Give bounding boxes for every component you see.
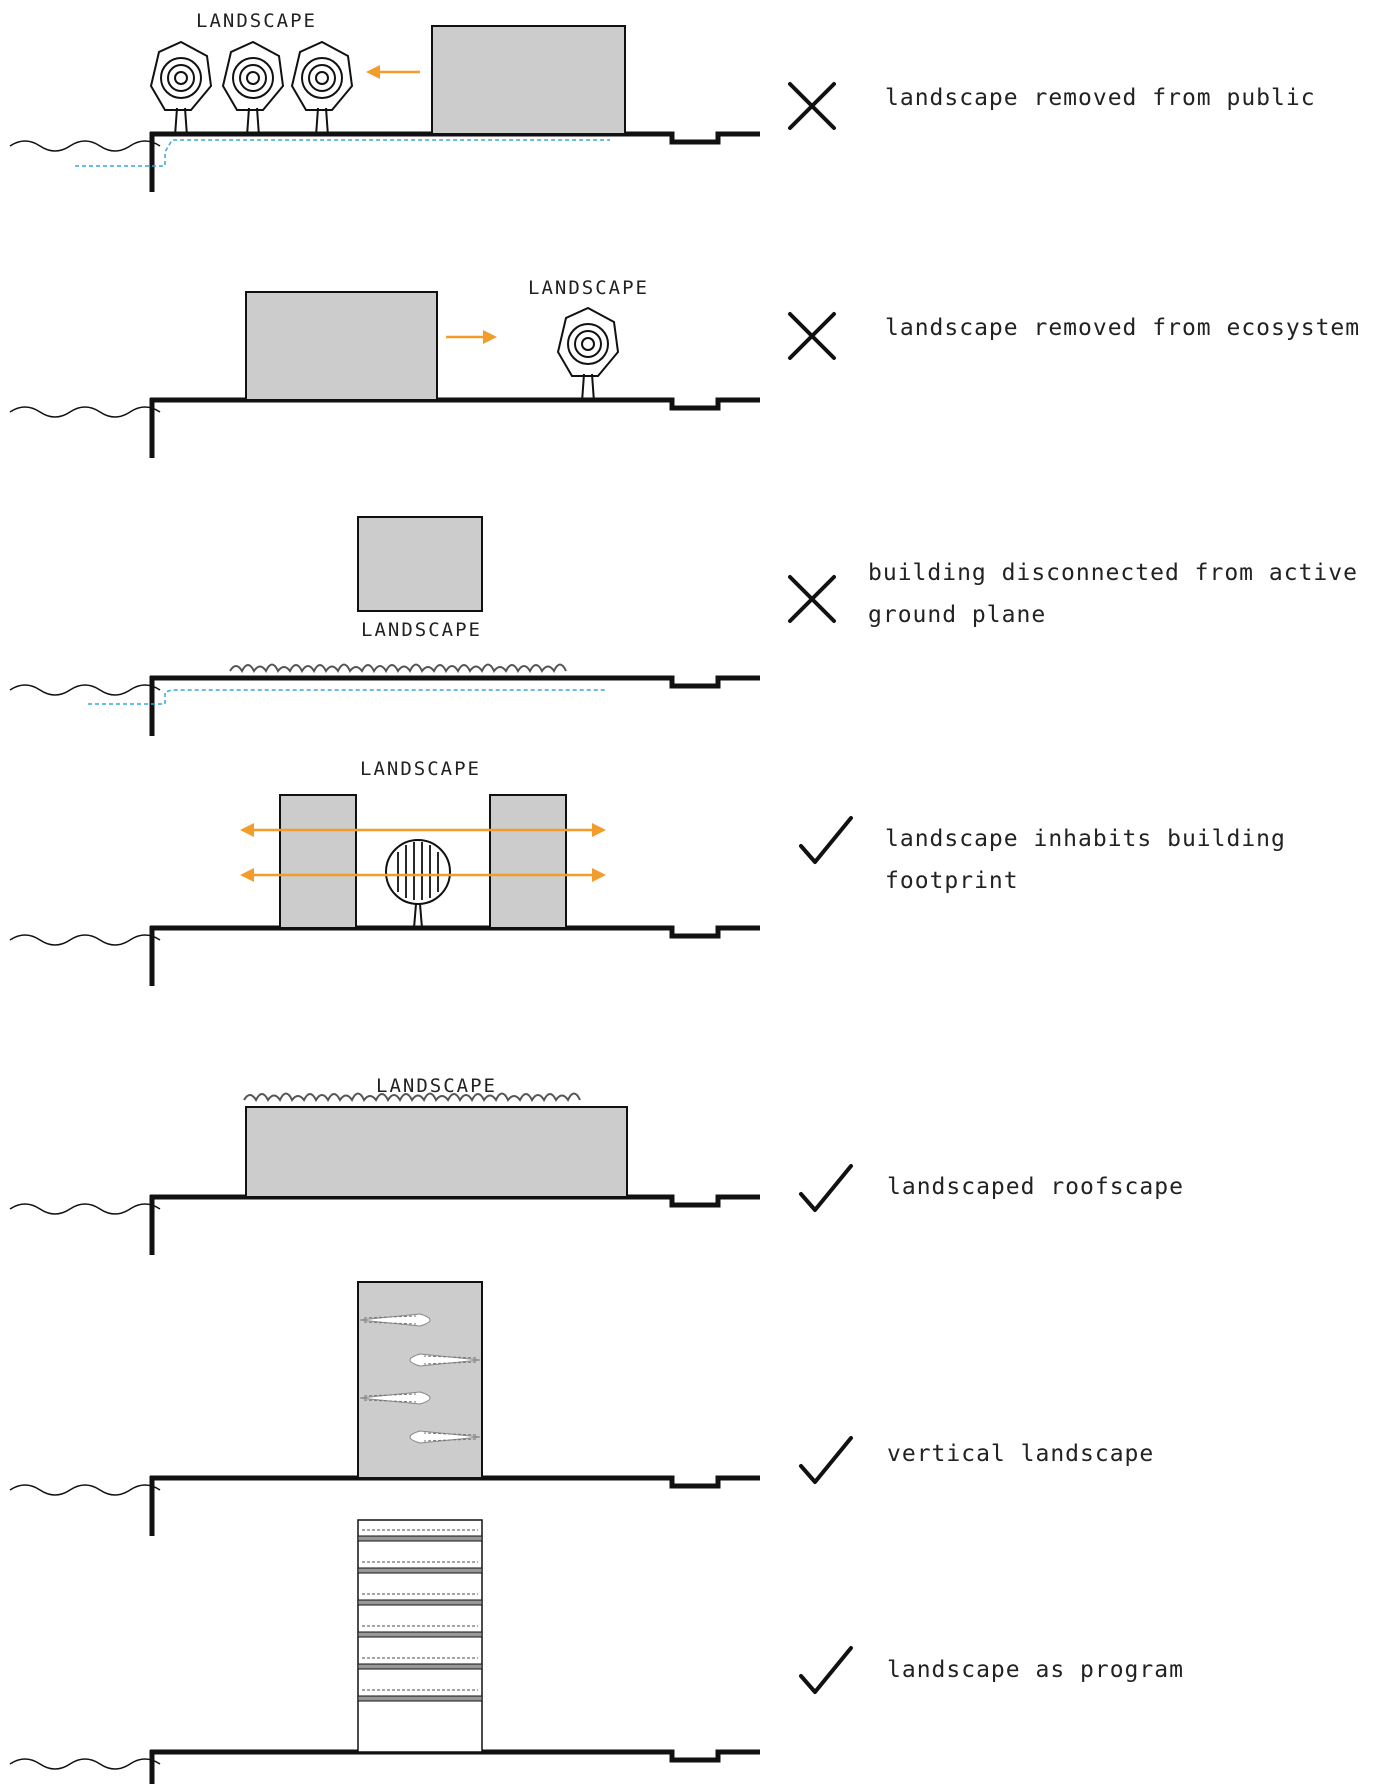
row-caption: building disconnected from active ground… [868, 560, 1358, 628]
building-block [357, 516, 483, 612]
row-caption: vertical landscape [887, 1441, 1155, 1467]
building-block [489, 794, 567, 929]
ground-line [10, 1195, 760, 1255]
arrow-right-icon [446, 330, 497, 344]
row-caption: landscape removed from ecosystem [885, 315, 1361, 341]
check-icon [799, 1436, 853, 1484]
building-block [357, 1281, 483, 1479]
arrow-double-icon [240, 823, 606, 882]
building-block [245, 291, 438, 401]
landscape-label: LANDSCAPE [528, 277, 649, 299]
check-icon [799, 816, 853, 864]
check-icon [799, 1164, 853, 1212]
cross-icon [788, 312, 836, 360]
row-caption: landscape as program [887, 1657, 1184, 1683]
grass-icon [229, 663, 567, 672]
row-caption: landscaped roofscape [887, 1174, 1184, 1200]
landscape-label: LANDSCAPE [196, 10, 317, 32]
water-line [75, 139, 610, 167]
landscape-label: LANDSCAPE [376, 1075, 497, 1097]
row-caption: landscape inhabits building footprint [885, 826, 1286, 894]
row-caption: landscape removed from public [885, 85, 1316, 111]
ground-line [10, 132, 760, 192]
row-7-section [10, 1519, 760, 1784]
ground-line [10, 1750, 760, 1784]
tree-icon [385, 839, 451, 929]
tree-icon [557, 307, 619, 403]
landscape-label: LANDSCAPE [360, 758, 481, 780]
row-4-section [10, 794, 760, 986]
row-1-section [10, 25, 760, 192]
ground-line [10, 676, 760, 736]
check-icon [799, 1646, 853, 1694]
cross-icon [788, 82, 836, 130]
cross-icon [788, 575, 836, 623]
tree-icon [150, 41, 212, 137]
ground-line [10, 398, 760, 458]
water-line [88, 689, 605, 705]
tree-icon [291, 41, 353, 137]
ground-line [10, 926, 760, 986]
arrow-left-icon [366, 65, 420, 79]
row-5-section [10, 1092, 760, 1256]
building-block [245, 1106, 628, 1198]
building-block [279, 794, 357, 929]
building-block [431, 25, 626, 135]
row-3-section [10, 516, 760, 736]
stacked-program-block [357, 1519, 483, 1753]
row-6-section [10, 1281, 760, 1536]
row-2-section [10, 291, 760, 458]
landscape-label: LANDSCAPE [361, 619, 482, 641]
tree-icon [222, 41, 284, 137]
